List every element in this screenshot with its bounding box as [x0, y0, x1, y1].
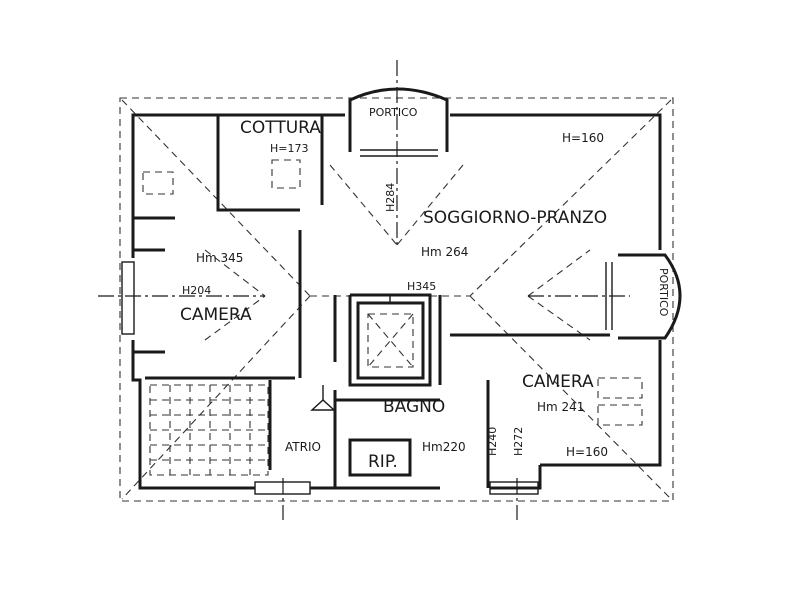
atrio-label: ATRIO: [285, 440, 321, 454]
h284-label: H284: [384, 183, 397, 212]
portico-top-outline: [348, 87, 449, 157]
rip-label: RIP.: [368, 452, 398, 472]
camera-right-label: CAMERA: [522, 372, 594, 392]
rip-box: [348, 438, 412, 477]
soggiorno-height-label: H=160: [562, 131, 604, 145]
camera-left-height-label: H204: [182, 284, 211, 297]
exterior-walls: [131, 113, 662, 490]
window-markers: [121, 261, 539, 495]
light-fixture-icon: [310, 385, 336, 411]
staircase: [149, 384, 269, 476]
h240-label: H240: [486, 427, 499, 456]
portico-top-label: PORTICO: [369, 106, 418, 119]
h345-label: H345: [407, 280, 436, 293]
portico-right-label: PORTICO: [657, 268, 670, 317]
camera-right-mean-height-label: Hm 241: [537, 400, 584, 414]
section-cut-lines: [98, 60, 630, 520]
soggiorno-label: SOGGIORNO-PRANZO: [423, 208, 607, 228]
bagno-label: BAGNO: [383, 397, 445, 417]
cottura-label: COTTURA: [240, 118, 321, 138]
fixtures: [142, 159, 643, 426]
camera-left-mean-height-label: Hm 345: [196, 251, 243, 265]
portico-right-outline: [605, 253, 682, 340]
hm220-label: Hm220: [422, 440, 466, 454]
cottura-height-label: H=173: [270, 142, 308, 155]
interior-walls: [133, 115, 610, 488]
camera-left-label: CAMERA: [180, 305, 252, 325]
roof-hip-lines: [121, 99, 672, 500]
h272-label: H272: [512, 427, 525, 456]
stair-core: [356, 295, 425, 380]
camera-right-height-label: H=160: [566, 445, 608, 459]
soggiorno-mean-height-label: Hm 264: [421, 245, 468, 259]
